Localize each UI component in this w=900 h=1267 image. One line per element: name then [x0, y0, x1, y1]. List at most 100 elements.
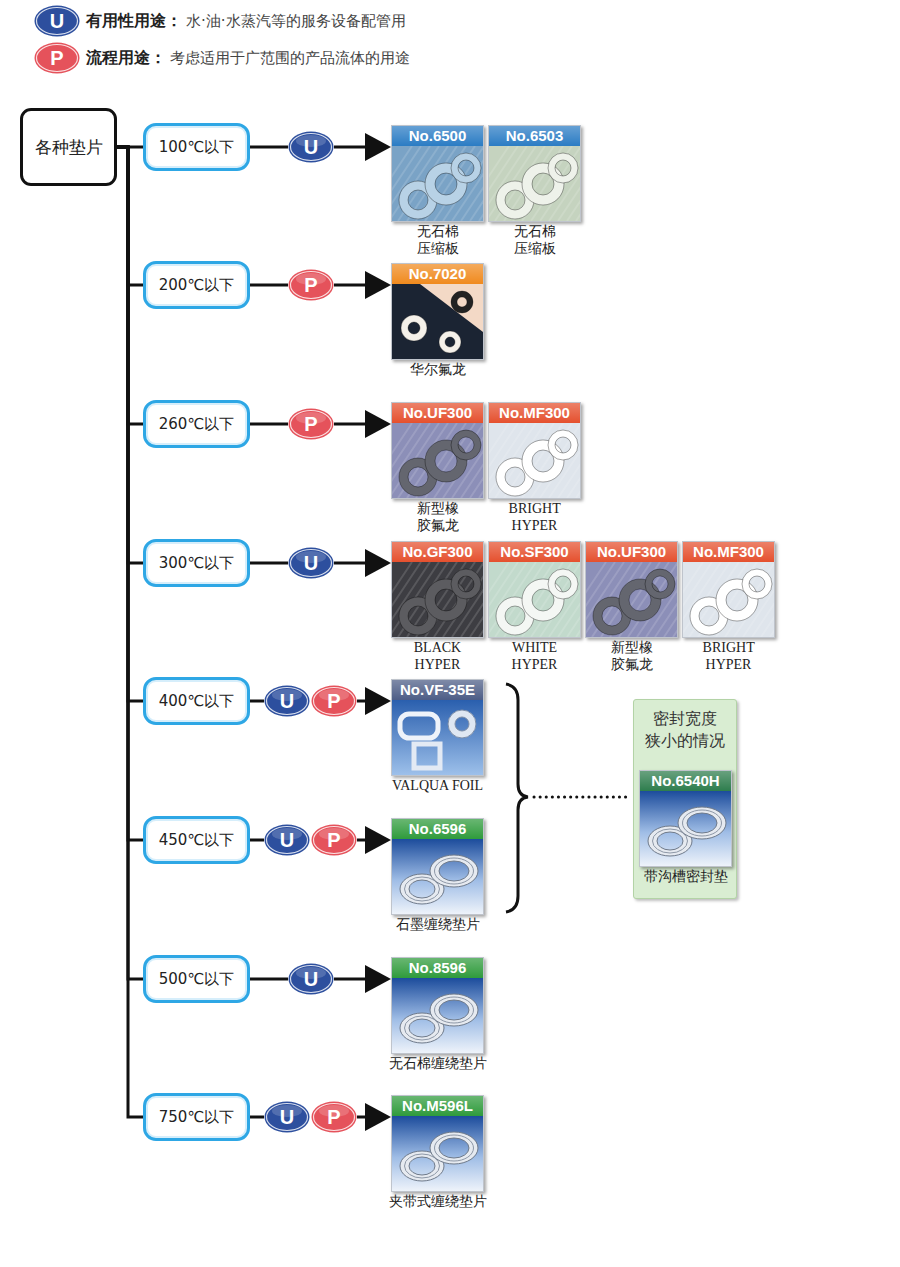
product-caption: 无石棉 压缩板: [417, 224, 459, 257]
usage-badge: P: [311, 1101, 357, 1133]
photo-ground: [392, 1116, 483, 1191]
sheet-texture: [479, 562, 483, 637]
foil-gasket: [448, 710, 476, 738]
usage-badge: P: [288, 269, 334, 301]
product-photo: [392, 562, 483, 637]
product-card: No.SF300WHITE HYPER: [488, 541, 581, 638]
temperature-label: 400℃以下: [159, 692, 234, 711]
gasket-ring: [645, 569, 675, 599]
product-caption: 夹带式缠绕垫片: [389, 1194, 487, 1211]
product-card: No.6500无石棉 压缩板: [391, 125, 484, 222]
spiral-winding: [435, 858, 474, 884]
gasket-ring: [451, 291, 473, 313]
legend-letter: P: [34, 42, 80, 74]
product-photo: [586, 562, 677, 637]
badge-ellipse: [289, 964, 334, 995]
usage-badge: U: [264, 824, 310, 856]
badge-ellipse: [312, 825, 357, 856]
product-card: No.7020华尔氟龙: [391, 263, 484, 360]
badge-letter: U: [288, 547, 334, 579]
product-code: No.6503: [489, 126, 580, 146]
gasket-ring: [451, 569, 481, 599]
product-photo: [392, 978, 483, 1053]
badge-letter: P: [311, 1101, 357, 1133]
photo-ground: [640, 791, 731, 866]
sheet-texture: [673, 562, 677, 637]
product-card: No.UF300新型橡 胶氟龙: [585, 541, 678, 638]
gasket-ring: [548, 430, 578, 460]
arrow-connector: [334, 562, 381, 565]
badge-ellipse: [289, 270, 334, 301]
arrow-connector: [357, 839, 381, 842]
sheet-texture: [576, 146, 580, 221]
product-code: No.UF300: [586, 542, 677, 562]
tree-branch: [250, 423, 288, 426]
product-photo: [392, 1116, 483, 1191]
sheet-texture: [479, 146, 483, 221]
sheet-texture: [576, 562, 580, 637]
arrow-connector: [334, 423, 381, 426]
usage-badge: U: [288, 547, 334, 579]
product-caption: BRIGHT HYPER: [703, 640, 755, 673]
tree-branch: [250, 1116, 264, 1119]
sheet-texture: [770, 562, 774, 637]
arrow-connector: [334, 146, 381, 149]
spiral-gasket: [678, 807, 726, 839]
tree-branch: [117, 147, 143, 563]
spiral-gasket: [430, 855, 478, 887]
tree-branch: [117, 147, 143, 285]
badge-ellipse: [289, 548, 334, 579]
badge-ellipse: [265, 1102, 310, 1133]
product-code: No.GF300: [392, 542, 483, 562]
gasket-ring: [522, 163, 564, 205]
gasket-ring: [742, 569, 772, 599]
product-code: No.UF300: [392, 403, 483, 423]
product-card: No.6540H带沟槽密封垫: [639, 770, 732, 867]
gasket-ring: [716, 579, 758, 621]
temperature-box: 450℃以下: [143, 816, 250, 864]
gasket-ring: [425, 163, 467, 205]
product-card: No.6503无石棉 压缩板: [488, 125, 581, 222]
tree-branch: [250, 146, 288, 149]
temperature-label: 750℃以下: [159, 1108, 234, 1127]
product-code: No.SF300: [489, 542, 580, 562]
gasket-ring: [425, 579, 467, 621]
spiral-gasket: [430, 1132, 478, 1164]
note-panel: 密封宽度 狭小的情况 No.6540H带沟槽密封垫: [633, 699, 737, 899]
legend-swatch-shape: [35, 43, 80, 74]
badge-letter: U: [264, 824, 310, 856]
tree-branch: [250, 978, 288, 981]
panel-heading: 密封宽度 狭小的情况: [645, 708, 725, 753]
tree-branch: [117, 147, 143, 701]
usage-badge: P: [311, 685, 357, 717]
product-caption: 带沟槽密封垫: [644, 869, 728, 886]
gasket-ring: [425, 440, 467, 482]
foil-gasket: [400, 714, 438, 738]
product-card: No.UF300新型橡 胶氟龙: [391, 402, 484, 499]
product-photo: [489, 146, 580, 221]
gasket-ring: [548, 153, 578, 183]
foil-gasket: [414, 744, 440, 768]
badge-letter: P: [288, 269, 334, 301]
gasket-ring: [619, 579, 661, 621]
product-caption: BRIGHT HYPER: [509, 501, 561, 534]
dotted-leader: [534, 796, 626, 799]
arrow-connector: [334, 284, 381, 287]
gasket-ring: [439, 331, 461, 353]
gasket-ring: [522, 579, 564, 621]
product-code: No.6596: [392, 819, 483, 839]
root-label: 各种垫片: [35, 136, 103, 159]
usage-badge: P: [288, 408, 334, 440]
badge-ellipse: [312, 686, 357, 717]
product-card: No.6596石墨缠绕垫片: [391, 818, 484, 915]
product-photo: [489, 562, 580, 637]
product-caption: VALQUA FOIL: [392, 778, 483, 795]
temperature-label: 500℃以下: [159, 970, 234, 989]
badge-ellipse: [265, 686, 310, 717]
usage-badge: U: [264, 685, 310, 717]
temperature-box: 200℃以下: [143, 261, 250, 309]
photo-ground: [392, 978, 483, 1053]
product-caption: 石墨缠绕垫片: [396, 917, 480, 934]
product-card: No.MF300BRIGHT HYPER: [488, 402, 581, 499]
